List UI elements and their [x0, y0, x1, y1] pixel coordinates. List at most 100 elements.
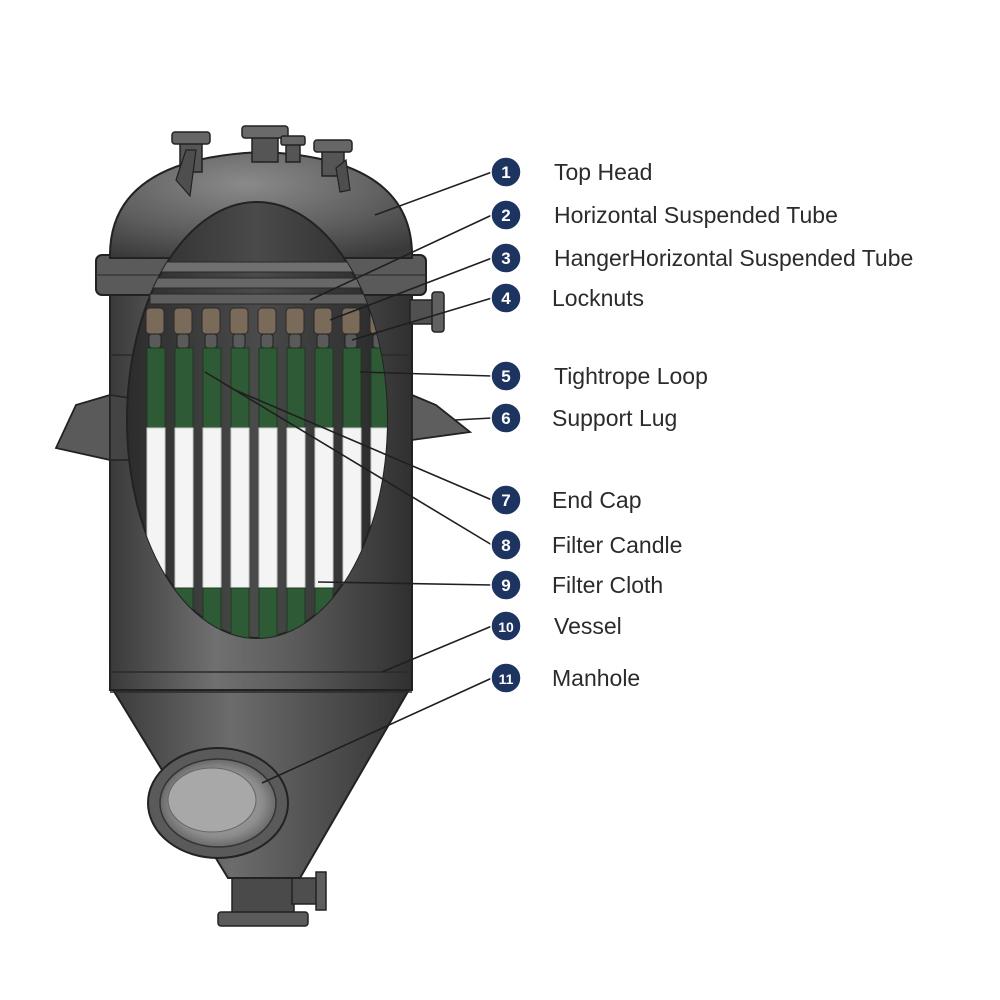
callout-2: 2 Horizontal Suspended Tube	[490, 199, 838, 231]
callout-badge	[490, 529, 522, 561]
side-nozzle-icon	[409, 291, 445, 333]
locknut	[344, 333, 358, 349]
leader-line	[329, 257, 493, 321]
callout-badge	[490, 282, 522, 314]
callout-label: Horizontal Suspended Tube	[554, 202, 838, 228]
callout-label: Vessel	[554, 613, 622, 639]
callout-10: 10 Vessel	[490, 610, 622, 642]
filter-cloth	[174, 427, 194, 589]
callout-label: Locknuts	[552, 285, 644, 311]
callout-number: 4	[501, 289, 511, 308]
hanger	[229, 307, 249, 335]
end-cap	[230, 587, 250, 638]
leader-lines	[204, 171, 493, 784]
locknut	[176, 333, 190, 349]
callout-badge	[490, 662, 522, 694]
callout-number: 1	[501, 163, 510, 182]
callout-8: 8 Filter Candle	[490, 529, 682, 561]
callout-7: 7 End Cap	[490, 484, 642, 516]
callout-label: Manhole	[552, 665, 640, 691]
support-lug-left	[54, 393, 131, 462]
callout-9: 9 Filter Cloth	[490, 569, 663, 601]
callout-3: 3 HangerHorizontal Suspended Tube	[490, 242, 913, 274]
callout-badge	[490, 484, 522, 516]
leader-line	[261, 677, 493, 784]
hanger	[257, 307, 277, 335]
callout-6: 6 Support Lug	[490, 402, 677, 434]
callout-badge	[490, 569, 522, 601]
callout-4: 4 Locknuts	[490, 282, 644, 314]
filter-cloth	[286, 427, 306, 589]
leader-line	[234, 389, 493, 501]
callout-number: 10	[498, 619, 514, 635]
callout-1: 1 Top Head	[490, 156, 652, 188]
hanger	[173, 307, 193, 335]
locknut	[204, 333, 218, 349]
callout-11: 11 Manhole	[490, 662, 640, 694]
callout-badge	[490, 199, 522, 231]
callout-badge	[490, 156, 522, 188]
filter-cloth	[258, 427, 278, 589]
candle-top	[146, 347, 166, 429]
filter-candle	[202, 347, 222, 638]
locknut	[288, 333, 302, 349]
callout-badge	[490, 242, 522, 274]
candle-top	[258, 347, 278, 429]
locknut	[260, 333, 274, 349]
callout-badge	[490, 360, 522, 392]
callout-number: 9	[501, 576, 510, 595]
callout-label: Tightrope Loop	[554, 363, 708, 389]
callout-number: 5	[501, 367, 510, 386]
top-nozzles-icon	[171, 125, 353, 198]
hanger	[145, 307, 165, 335]
callout-5: 5 Tightrope Loop	[490, 360, 708, 392]
callout-badge	[490, 610, 522, 642]
filter-cloth	[314, 427, 334, 589]
candle-top	[314, 347, 334, 429]
callout-label: Support Lug	[552, 405, 677, 431]
leader-line	[381, 625, 493, 673]
locknut	[148, 333, 162, 349]
callout-number: 3	[501, 249, 510, 268]
callout-label: HangerHorizontal Suspended Tube	[554, 245, 913, 271]
leader-line	[204, 371, 493, 546]
callout-number: 7	[501, 491, 510, 510]
callout-label: Top Head	[554, 159, 652, 185]
callout-number: 2	[501, 206, 510, 225]
callout-label: End Cap	[552, 487, 642, 513]
callout-number: 8	[501, 536, 510, 555]
candle-top	[202, 347, 222, 429]
callout-number: 6	[501, 409, 510, 428]
callout-badge	[490, 402, 522, 434]
leader-line	[309, 214, 493, 301]
vessel-illustration	[54, 125, 473, 927]
manhole-icon	[147, 747, 289, 859]
candle-top	[342, 347, 362, 429]
leader-line	[374, 171, 493, 216]
leader-line	[351, 297, 493, 341]
leader-line	[359, 371, 493, 377]
leader-line	[454, 417, 493, 421]
hangers-row	[145, 307, 387, 349]
filter-cloth	[202, 427, 222, 589]
callout-labels: 1 Top Head 2 Horizontal Suspended Tube 3 Hang…	[490, 156, 913, 694]
callout-label: Filter Candle	[552, 532, 682, 558]
filter-cloth	[230, 427, 250, 589]
candle-top	[174, 347, 194, 429]
locknut	[316, 333, 330, 349]
locknut	[232, 333, 246, 349]
filter-candle	[314, 347, 334, 638]
support-lug-right	[411, 393, 473, 442]
callout-number: 11	[499, 671, 514, 687]
filter-candle	[258, 347, 278, 638]
filter-candle	[286, 347, 306, 638]
leader-line	[317, 581, 493, 586]
hanger	[285, 307, 305, 335]
hanger	[201, 307, 221, 335]
callout-label: Filter Cloth	[552, 572, 663, 598]
end-cap	[258, 587, 278, 638]
filter-candle	[230, 347, 250, 638]
hanger	[313, 307, 333, 335]
candle-top	[230, 347, 250, 429]
